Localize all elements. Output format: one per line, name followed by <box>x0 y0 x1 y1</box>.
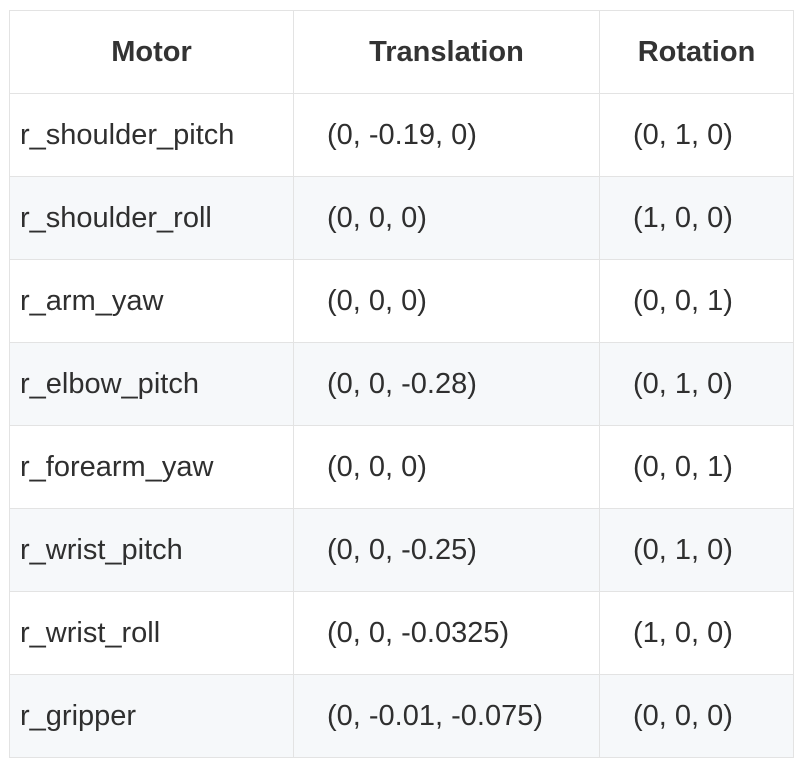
table-row: r_wrist_pitch (0, 0, -0.25) (0, 1, 0) <box>9 508 794 592</box>
motor-cell: r_arm_yaw <box>9 259 294 343</box>
motor-cell: r_wrist_roll <box>9 591 294 675</box>
motor-table: Motor Translation Rotation r_shoulder_pi… <box>9 10 794 758</box>
motor-cell: r_shoulder_pitch <box>9 93 294 177</box>
rotation-cell: (0, 1, 0) <box>599 93 794 177</box>
motor-cell: r_forearm_yaw <box>9 425 294 509</box>
translation-cell: (0, 0, 0) <box>293 259 600 343</box>
header-motor: Motor <box>9 10 294 94</box>
table-row: r_shoulder_pitch (0, -0.19, 0) (0, 1, 0) <box>9 93 794 177</box>
rotation-cell: (0, 1, 0) <box>599 342 794 426</box>
translation-cell: (0, 0, -0.25) <box>293 508 600 592</box>
table-row: r_gripper (0, -0.01, -0.075) (0, 0, 0) <box>9 674 794 758</box>
rotation-cell: (0, 0, 1) <box>599 425 794 509</box>
translation-cell: (0, 0, -0.0325) <box>293 591 600 675</box>
table-row: r_wrist_roll (0, 0, -0.0325) (1, 0, 0) <box>9 591 794 675</box>
table-row: r_arm_yaw (0, 0, 0) (0, 0, 1) <box>9 259 794 343</box>
motor-cell: r_wrist_pitch <box>9 508 294 592</box>
table-row: r_elbow_pitch (0, 0, -0.28) (0, 1, 0) <box>9 342 794 426</box>
header-translation: Translation <box>293 10 600 94</box>
table-row: r_forearm_yaw (0, 0, 0) (0, 0, 1) <box>9 425 794 509</box>
table-body: r_shoulder_pitch (0, -0.19, 0) (0, 1, 0)… <box>9 93 794 758</box>
rotation-cell: (0, 0, 1) <box>599 259 794 343</box>
motor-cell: r_gripper <box>9 674 294 758</box>
header-rotation: Rotation <box>599 10 794 94</box>
motor-cell: r_elbow_pitch <box>9 342 294 426</box>
translation-cell: (0, 0, 0) <box>293 176 600 260</box>
motor-cell: r_shoulder_roll <box>9 176 294 260</box>
table-header: Motor Translation Rotation <box>9 10 794 94</box>
rotation-cell: (1, 0, 0) <box>599 176 794 260</box>
header-row: Motor Translation Rotation <box>9 10 794 94</box>
rotation-cell: (0, 1, 0) <box>599 508 794 592</box>
translation-cell: (0, -0.19, 0) <box>293 93 600 177</box>
translation-cell: (0, -0.01, -0.075) <box>293 674 600 758</box>
rotation-cell: (1, 0, 0) <box>599 591 794 675</box>
rotation-cell: (0, 0, 0) <box>599 674 794 758</box>
translation-cell: (0, 0, 0) <box>293 425 600 509</box>
motor-table-container: Motor Translation Rotation r_shoulder_pi… <box>9 10 794 758</box>
table-row: r_shoulder_roll (0, 0, 0) (1, 0, 0) <box>9 176 794 260</box>
translation-cell: (0, 0, -0.28) <box>293 342 600 426</box>
